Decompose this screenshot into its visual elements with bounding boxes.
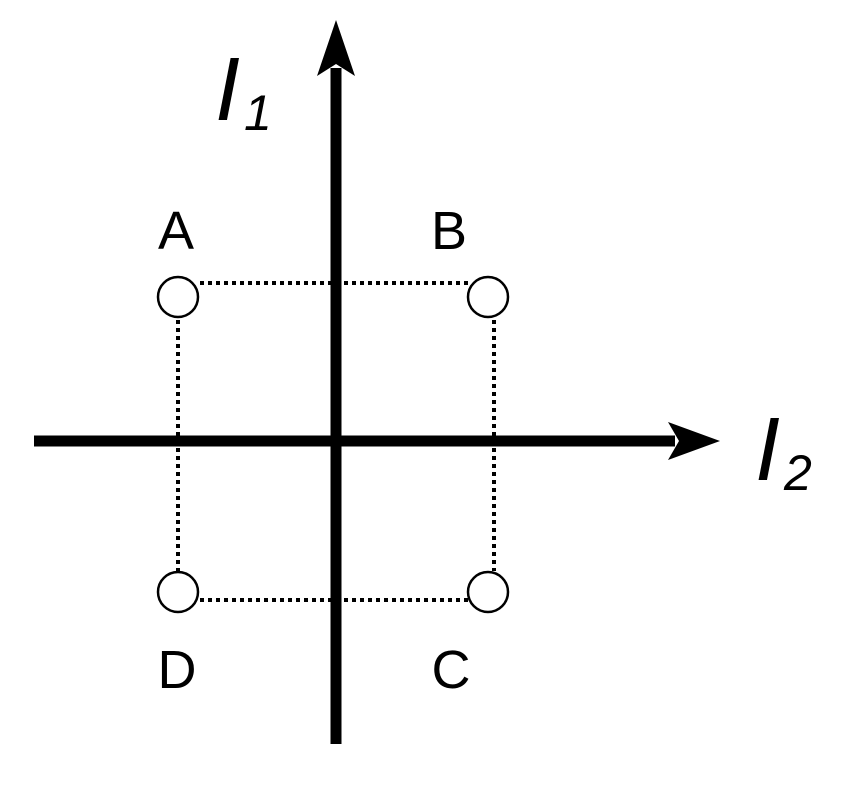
vertical-axis-subscript: 1 (244, 85, 272, 141)
state-circle-b (466, 275, 510, 319)
horizontal-axis-arrow (668, 422, 720, 460)
horizontal-axis-symbol: I (755, 400, 780, 500)
horizontal-axis-label: I2 (755, 400, 812, 501)
state-circle-a (156, 275, 200, 319)
point-label-d: D (158, 640, 197, 700)
vertical-axis-label: I1 (215, 40, 272, 141)
horizontal-axis-subscript: 2 (783, 445, 812, 501)
vertical-axis-arrow (317, 20, 355, 76)
state-circle-d (156, 570, 200, 614)
point-label-c: C (432, 640, 471, 700)
point-label-a: A (158, 201, 194, 261)
point-label-b: B (431, 201, 467, 261)
state-circle-c (466, 570, 510, 614)
vertical-axis-symbol: I (215, 40, 240, 140)
